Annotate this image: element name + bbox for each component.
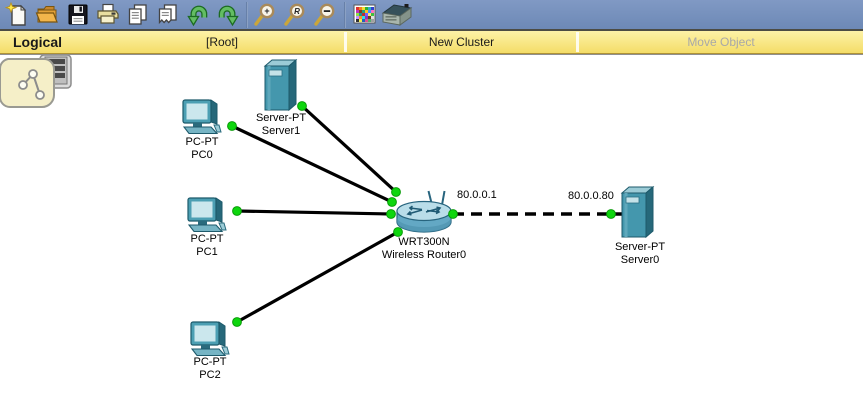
save-button[interactable] (63, 0, 93, 30)
new-file-icon (5, 1, 27, 26)
port-dot (393, 227, 403, 237)
new-file-button[interactable] (3, 0, 33, 30)
port-dot (386, 209, 396, 219)
workspace-canvas[interactable]: Server-PT Server1 PC-PT PC0 PC-PT PC1 PC… (0, 55, 863, 404)
navbar-separator (344, 32, 347, 52)
copy-icon (128, 3, 147, 25)
toolbar-separator (246, 1, 248, 28)
open-folder-icon (35, 5, 58, 23)
port-dot (297, 101, 307, 111)
palette-button[interactable] (349, 0, 379, 30)
root-button[interactable]: [Root] (205, 35, 238, 49)
bar-underline (0, 54, 863, 55)
port-dot (606, 209, 616, 219)
open-file-button[interactable] (33, 0, 63, 30)
navbar-separator (576, 32, 579, 52)
device-server1[interactable] (264, 59, 297, 111)
port-dot (387, 197, 397, 207)
paste-button[interactable] (153, 0, 183, 30)
port-dot (391, 187, 401, 197)
color-palette-icon (353, 4, 375, 24)
move-object-button: Move Object (687, 35, 755, 49)
print-icon (97, 3, 119, 24)
svg-text:R: R (294, 7, 300, 16)
device-pc2[interactable] (190, 321, 230, 357)
undo-button[interactable] (183, 0, 213, 30)
workspace-bar: Logical [Root] New Cluster Move Object (0, 31, 863, 54)
port-dot (232, 206, 242, 216)
redo-icon (218, 5, 239, 26)
cable-pc1-router[interactable] (236, 209, 392, 216)
logical-workspace-tab[interactable] (0, 58, 55, 108)
custom-device-button[interactable] (379, 0, 415, 30)
port-dot (448, 209, 458, 219)
zoom-in-icon: + (254, 3, 275, 26)
zoom-out-button[interactable] (311, 0, 341, 30)
svg-text:+: + (264, 6, 269, 16)
print-button[interactable] (93, 0, 123, 30)
redo-button[interactable] (213, 0, 243, 30)
zoom-reset-icon: R (284, 3, 305, 26)
tab-logical[interactable]: Logical (0, 31, 100, 53)
save-icon (68, 4, 88, 24)
toolbar-separator (344, 1, 346, 28)
device-pc0[interactable] (182, 99, 222, 135)
main-toolbar: + R (0, 0, 863, 31)
device-server0[interactable] (621, 186, 654, 238)
custom-device-icon (381, 3, 413, 26)
zoom-reset-button[interactable]: R (281, 0, 311, 30)
cable-server1-router[interactable] (300, 104, 398, 194)
paste-icon (158, 3, 177, 24)
device-wireless-router0[interactable] (396, 190, 452, 233)
new-cluster-button[interactable]: New Cluster (428, 35, 495, 49)
cable-pc2-router[interactable] (236, 230, 399, 324)
undo-icon (187, 5, 208, 26)
zoom-in-button[interactable]: + (251, 0, 281, 30)
logical-tab-label: Logical (13, 34, 63, 50)
copy-button[interactable] (123, 0, 153, 30)
cable-pc0-router[interactable] (231, 124, 393, 204)
port-dot (227, 121, 237, 131)
port-dot (232, 317, 242, 327)
device-pc1[interactable] (187, 197, 227, 233)
zoom-out-icon (314, 3, 335, 26)
network-graph-icon (18, 69, 45, 100)
